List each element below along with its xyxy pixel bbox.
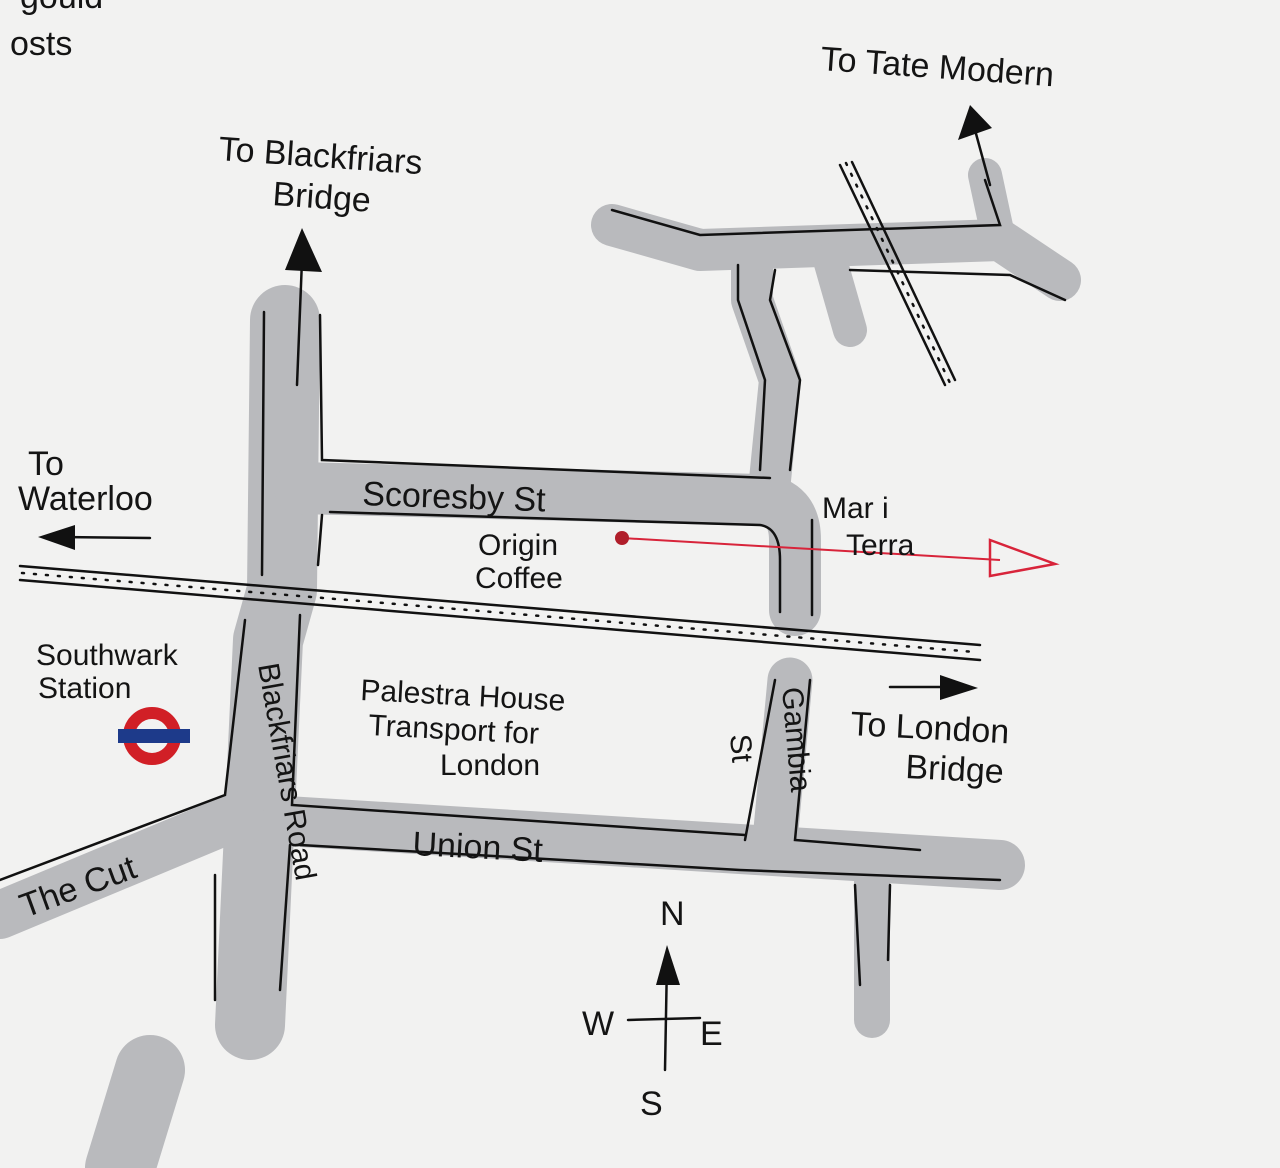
underground-icon [118, 707, 190, 765]
label-to-london-bridge-1: To London [850, 705, 1011, 751]
railway [18, 160, 982, 662]
road-bottom-left [85, 1035, 185, 1168]
label-gambia-st-2: St [723, 733, 758, 765]
roads [0, 158, 1081, 1168]
label-mar-i-terra-2: Terra [846, 529, 915, 562]
label-southwark-station-1: Southwark [36, 639, 179, 672]
label-scoresby-st: Scoresby St [362, 475, 547, 519]
compass-s: S [640, 1085, 663, 1123]
label-to-tate-modern: To Tate Modern [819, 40, 1055, 94]
label-southwark-station-2: Station [38, 672, 131, 705]
road-the-cut [0, 791, 264, 939]
corner-text-2: osts [10, 25, 72, 63]
compass-north-arrow-icon [656, 945, 680, 985]
corner-text-1: gould [20, 0, 103, 16]
label-origin-coffee-2: Coffee [475, 562, 563, 595]
route-line [621, 537, 1001, 561]
label-union-st: Union St [412, 825, 545, 870]
label-to-blackfriars-bridge-2: Bridge [271, 175, 372, 220]
compass-n: N [660, 895, 685, 933]
road-edges [0, 178, 1067, 1002]
compass-w: W [582, 1005, 614, 1043]
label-to-waterloo-1: To [28, 445, 64, 483]
label-palestra-house-2: Transport for [368, 709, 540, 751]
road-gambia-st [752, 657, 813, 863]
road-north-stub [813, 243, 867, 347]
label-to-london-bridge-2: Bridge [905, 748, 1005, 791]
route-arrow-icon [988, 538, 1060, 578]
arrow-northeast-icon [958, 105, 992, 140]
compass-rose: N S E W [582, 895, 723, 1123]
compass-e: E [700, 1015, 723, 1053]
road-north-top [591, 204, 1081, 301]
label-to-waterloo-2: Waterloo [18, 480, 153, 518]
label-palestra-house-3: London [440, 749, 540, 782]
label-to-blackfriars-bridge-1: To Blackfriars [217, 130, 423, 182]
origin-coffee-marker [615, 531, 629, 545]
labels: gould osts To Blackfriars Bridge To Tate… [10, 0, 1055, 926]
arrow-east-icon [940, 675, 978, 700]
arrow-west-icon [38, 525, 75, 550]
label-origin-coffee-1: Origin [478, 529, 558, 562]
arrow-north-icon [285, 228, 322, 272]
direction-arrows [38, 105, 1060, 700]
label-mar-i-terra-1: Mar i [822, 492, 889, 525]
road-scoresby-st [274, 462, 821, 636]
road-north-link [731, 229, 801, 501]
